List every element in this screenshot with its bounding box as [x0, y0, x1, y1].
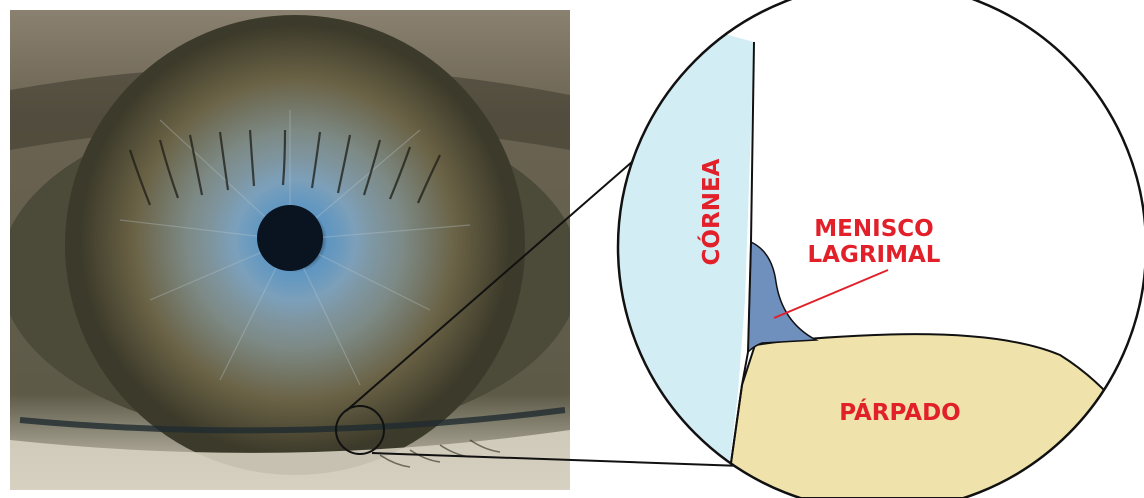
cornea-region [600, 0, 754, 498]
magnified-view: CÓRNEA MENISCO LAGRIMAL PÁRPADO [600, 0, 1144, 498]
meniscus-label-line1: MENISCO [814, 216, 933, 242]
eye-photo [0, 10, 580, 490]
cornea-label: CÓRNEA [697, 158, 725, 265]
meniscus-label-line2: LAGRIMAL [808, 242, 941, 268]
eyelid-label: PÁRPADO [839, 398, 960, 426]
